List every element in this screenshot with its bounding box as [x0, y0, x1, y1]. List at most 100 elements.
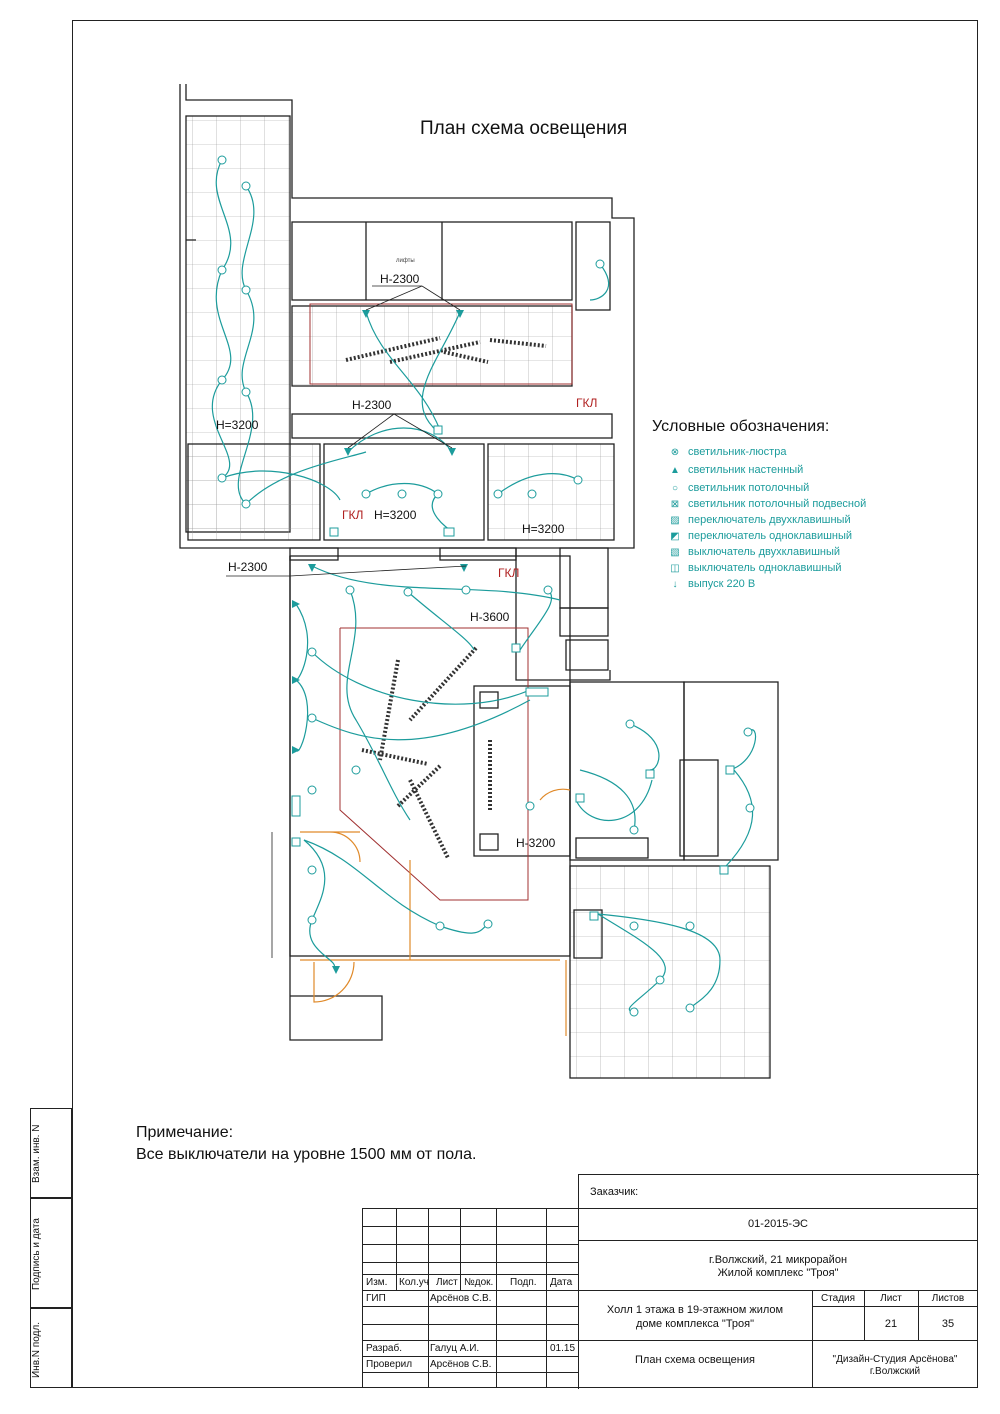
legend-item: ↓ выпуск 220 В: [668, 578, 756, 594]
note-title: Примечание:: [136, 1124, 234, 1141]
tb-line: [362, 1356, 578, 1357]
tb-line: [362, 1274, 578, 1275]
dim-h2300-top: Н-2300: [380, 272, 420, 286]
note-text: Все выключатели на уровне 1500 мм от пол…: [136, 1146, 477, 1163]
drawing-frame: [72, 20, 978, 1388]
pendant-light-icon: ⊠: [670, 499, 680, 510]
tb-line: [496, 1208, 497, 1388]
tb-line: [918, 1290, 919, 1340]
legend-label: выключатель одноклавишный: [688, 562, 842, 574]
tb-line: [812, 1306, 978, 1307]
studio-line1: "Дизайн-Студия Арсёнова": [832, 1354, 958, 1365]
tb-line: [864, 1290, 865, 1340]
tb-line: [428, 1208, 429, 1388]
legend-item: ⊗ светильник-люстра: [668, 446, 787, 462]
side-cell-3: Инв.N подл.: [30, 1308, 72, 1388]
dim-h3200-left: Н=3200: [216, 418, 259, 432]
tb-line: [546, 1208, 547, 1388]
legend-label: светильник-люстра: [688, 446, 787, 458]
tb-line: [812, 1290, 813, 1388]
col-header-date: Дата: [550, 1277, 573, 1288]
lift-label: лифты: [396, 258, 415, 264]
gkl-label: ГКЛ: [576, 396, 598, 410]
legend-label: выключатель двухклавишный: [688, 546, 841, 558]
sheets-header: Листов: [931, 1293, 965, 1304]
check-name: Арсёнов С.В.: [430, 1359, 492, 1370]
col-header-list: Лист: [436, 1277, 458, 1288]
legend-label: светильник потолочный: [688, 482, 810, 494]
side-field2: Подпись и дата: [31, 1218, 42, 1290]
tb-line: [362, 1262, 578, 1263]
side-cell-1: Взам. инв. N: [30, 1108, 72, 1198]
tb-line: [362, 1208, 978, 1209]
gkl-label: ГКЛ: [342, 508, 364, 522]
side-cell-2: Подпись и дата: [30, 1198, 72, 1308]
double-switch-icon: ▧: [670, 547, 680, 558]
gkl-label: ГКЛ: [498, 566, 520, 580]
single-switch-icon: ◫: [670, 563, 680, 574]
side-field3: Инв.N подл.: [31, 1322, 42, 1379]
chandelier-icon: ⊗: [670, 447, 680, 458]
customer-label: Заказчик:: [590, 1186, 639, 1198]
studio-line2: г.Волжский: [869, 1366, 921, 1377]
object-line2: доме комплекса "Троя": [635, 1318, 755, 1330]
col-header-kol: Кол.уч: [399, 1277, 429, 1288]
ceiling-light-icon: ○: [671, 483, 679, 494]
tb-line: [362, 1306, 578, 1307]
legend-item: ◫ выключатель одноклавишный: [668, 562, 842, 578]
sheet-title: План схема освещения: [635, 1354, 755, 1366]
tb-line: [362, 1244, 578, 1245]
address-line1: г.Волжский, 21 микрорайон: [708, 1254, 848, 1266]
tb-line: [362, 1372, 578, 1373]
legend-item: ▨ переключатель двухклавишный: [668, 514, 851, 530]
dev-name: Галуц А.И.: [430, 1343, 480, 1354]
tb-line: [362, 1226, 578, 1227]
wall-light-icon: ▲: [670, 465, 680, 476]
check-role: Проверил: [366, 1359, 413, 1370]
tb-line: [578, 1240, 978, 1241]
side-field1: Взам. инв. N: [31, 1124, 42, 1184]
dim-h3200-center: Н=3200: [374, 508, 417, 522]
side-strip: Взам. инв. N Подпись и дата Инв.N подл.: [30, 1108, 72, 1388]
note: Примечание: Все выключатели на уровне 15…: [136, 1122, 476, 1166]
legend-label: переключатель двухклавишный: [688, 514, 851, 526]
title-block: Заказчик: 01-2015-ЭС г.Волжский, 21 микр…: [362, 1174, 979, 1389]
legend-item: ⊠ светильник потолочный подвесной: [668, 498, 866, 514]
col-header-doc: №док.: [464, 1277, 494, 1288]
tb-line: [362, 1208, 363, 1388]
gip-role: ГИП: [366, 1293, 386, 1304]
sheet-value: 21: [884, 1318, 898, 1330]
tb-line: [362, 1290, 578, 1291]
tb-line: [362, 1324, 578, 1325]
tb-line: [362, 1340, 578, 1341]
object-line1: Холл 1 этажа в 19-этажном жилом: [606, 1304, 784, 1316]
tb-line: [578, 1340, 978, 1341]
single-toggle-switch-icon: ◩: [670, 531, 680, 542]
legend-label: светильник потолочный подвесной: [688, 498, 867, 510]
floor-plan: [179, 84, 779, 1079]
legend-item: ◩ переключатель одноклавишный: [668, 530, 852, 546]
tb-line: [460, 1208, 461, 1290]
page-title: План схема освещения: [420, 118, 628, 139]
legend-label: выпуск 220 В: [688, 578, 756, 590]
dim-h3600: Н-3600: [470, 610, 510, 624]
tb-line: [396, 1208, 397, 1290]
dim-h2300-mid: Н-2300: [352, 398, 392, 412]
dev-role: Разраб.: [366, 1343, 403, 1354]
legend-label: светильник настенный: [688, 464, 804, 476]
gip-name: Арсёнов С.В.: [430, 1293, 492, 1304]
legend-title: Условные обозначения:: [652, 418, 830, 435]
double-toggle-switch-icon: ▨: [670, 515, 680, 526]
doc-code: 01-2015-ЭС: [748, 1218, 808, 1230]
sheets-value: 35: [941, 1318, 955, 1330]
legend-item: ▲ светильник настенный: [668, 464, 803, 480]
col-header-izm: Изм.: [366, 1277, 388, 1288]
outlet-220v-icon: ↓: [672, 579, 678, 590]
tb-right-border: [578, 1174, 979, 1389]
legend-item: ○ светильник потолочный: [668, 482, 809, 498]
sheet-header: Лист: [880, 1293, 902, 1304]
legend-label: переключатель одноклавишный: [688, 530, 853, 542]
dim-h3200-bottom: Н-3200: [516, 836, 556, 850]
address-line2: Жилой комплекс "Троя": [717, 1267, 839, 1279]
dev-date: 01.15: [550, 1343, 576, 1354]
